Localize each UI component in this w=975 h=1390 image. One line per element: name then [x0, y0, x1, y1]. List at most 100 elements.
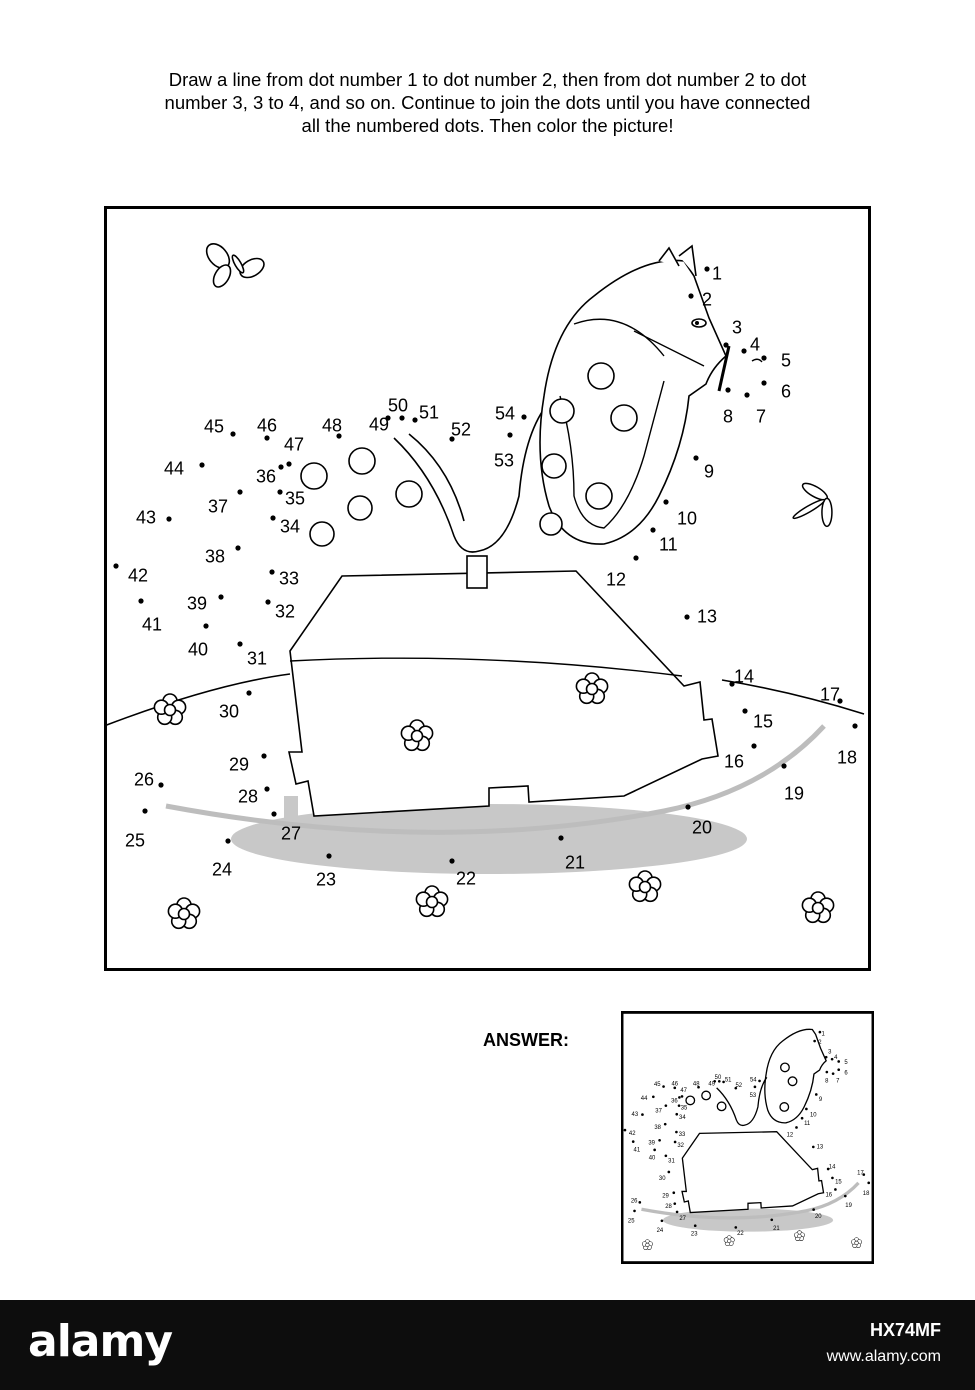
puzzle-dot-17 [837, 698, 843, 704]
answer-dot-19 [843, 1194, 847, 1198]
puzzle-dot-2 [688, 293, 694, 299]
puzzle-dot-label-40: 40 [188, 639, 208, 659]
puzzle-dot-34 [270, 515, 276, 521]
image-id: HX74MF [869, 1320, 941, 1340]
puzzle-dot-label-35: 35 [285, 488, 305, 508]
answer-dot-label-32: 32 [677, 1143, 684, 1149]
puzzle-dot-label-50: 50 [388, 395, 408, 415]
answer-dot-label-10: 10 [810, 1112, 817, 1118]
answer-dot-label-15: 15 [835, 1179, 842, 1185]
puzzle-dot-47 [286, 461, 292, 467]
puzzle-dot-23 [326, 853, 332, 859]
answer-dot-label-27: 27 [679, 1216, 686, 1222]
puzzle-dot-label-52: 52 [451, 419, 471, 439]
answer-dot-6 [837, 1068, 841, 1072]
answer-dot-14 [826, 1167, 830, 1171]
puzzle-dot-39 [218, 594, 224, 600]
answer-dot-label-42: 42 [629, 1131, 636, 1137]
answer-dot-label-34: 34 [679, 1115, 686, 1121]
answer-dot-label-30: 30 [659, 1176, 666, 1182]
puzzle-dot-16 [751, 743, 757, 749]
answer-dot-label-14: 14 [829, 1164, 836, 1170]
puzzle-dot-label-13: 13 [697, 606, 717, 626]
puzzle-dot-label-9: 9 [704, 461, 714, 481]
horse-stand [288, 570, 719, 817]
alamy-logo: alamy [28, 1316, 173, 1367]
puzzle-dot-19 [781, 763, 787, 769]
answer-dot-label-45: 45 [654, 1082, 661, 1088]
answer-dot-31 [664, 1154, 668, 1158]
puzzle-dot-label-10: 10 [677, 508, 697, 528]
answer-dot-53 [753, 1085, 757, 1089]
answer-dot-49 [713, 1079, 716, 1083]
answer-dot-label-5: 5 [844, 1060, 848, 1066]
answer-dot-10 [805, 1107, 808, 1111]
answer-dot-label-12: 12 [787, 1132, 794, 1138]
answer-dot-11 [800, 1116, 804, 1120]
answer-dot-label-50: 50 [715, 1075, 722, 1081]
puzzle-dot-label-5: 5 [781, 350, 791, 370]
puzzle-dot-43 [166, 516, 172, 522]
puzzle-dot-label-28: 28 [238, 786, 258, 806]
puzzle-dot-label-32: 32 [275, 601, 295, 621]
puzzle-dot-32 [265, 599, 271, 605]
answer-dot-label-49: 49 [708, 1081, 715, 1087]
puzzle-dot-label-38: 38 [205, 546, 225, 566]
answer-dot-4 [830, 1057, 834, 1061]
puzzle-dot-21 [558, 835, 564, 841]
answer-dot-16 [834, 1188, 837, 1191]
puzzle-dot-label-15: 15 [753, 711, 773, 731]
answer-dot-label-37: 37 [655, 1108, 662, 1114]
answer-dot-label-53: 53 [750, 1093, 757, 1099]
answer-dot-label-28: 28 [665, 1204, 672, 1210]
ground-line-right [721, 679, 865, 715]
answer-dot-label-38: 38 [654, 1125, 661, 1131]
rocker [165, 724, 826, 835]
answer-dot-label-1: 1 [822, 1032, 825, 1038]
puzzle-dot-51 [412, 417, 418, 423]
stand-line [289, 657, 683, 677]
butterfly-icon [205, 243, 265, 288]
answer-dot-52 [734, 1086, 738, 1090]
puzzle-dot-label-17: 17 [820, 684, 840, 704]
dot-labels: 1234567891011121314151617181920212223242… [113, 263, 858, 889]
puzzle-dot-label-23: 23 [316, 869, 336, 889]
puzzle-dot-label-27: 27 [281, 823, 301, 843]
puzzle-dot-54 [521, 414, 527, 420]
answer-thumbnail: 1234567891011121314151617181920212223242… [621, 1011, 874, 1264]
answer-dot-39 [658, 1138, 661, 1142]
puzzle-dot-6 [761, 380, 767, 386]
answer-dot-label-8: 8 [825, 1079, 829, 1085]
puzzle-dot-11 [650, 527, 656, 533]
puzzle-dot-label-25: 25 [125, 830, 145, 850]
puzzle-dot-label-7: 7 [756, 406, 766, 426]
puzzle-dot-14 [729, 681, 735, 687]
puzzle-dot-40 [203, 623, 209, 629]
answer-dot-30 [667, 1170, 671, 1174]
answer-dot-54 [758, 1079, 761, 1083]
puzzle-dot-33 [269, 569, 275, 575]
puzzle-dot-4 [741, 348, 747, 354]
puzzle-dot-label-44: 44 [164, 458, 184, 478]
answer-dot-27 [675, 1210, 679, 1214]
puzzle-dot-label-37: 37 [208, 496, 228, 516]
answer-dot-3 [824, 1055, 828, 1059]
answer-dot-label-40: 40 [649, 1156, 656, 1162]
answer-dot-43 [641, 1113, 644, 1116]
answer-dot-label-43: 43 [632, 1112, 639, 1118]
puzzle-dot-label-30: 30 [219, 701, 239, 721]
puzzle-dot-7 [744, 392, 750, 398]
puzzle-dot-label-16: 16 [724, 751, 744, 771]
answer-dot-label-35: 35 [681, 1106, 688, 1112]
puzzle-dot-label-4: 4 [750, 334, 760, 354]
puzzle-dot-label-47: 47 [284, 434, 304, 454]
puzzle-dot-53 [507, 432, 513, 438]
puzzle-dot-15 [742, 708, 748, 714]
puzzle-dot-22 [449, 858, 455, 864]
puzzle-dot-30 [246, 690, 252, 696]
answer-dot-25 [633, 1209, 636, 1213]
answer-dot-label-16: 16 [826, 1192, 833, 1198]
answer-dot-label-26: 26 [631, 1198, 638, 1204]
answer-dot-28 [673, 1202, 677, 1205]
answer-dot-45 [662, 1085, 665, 1088]
